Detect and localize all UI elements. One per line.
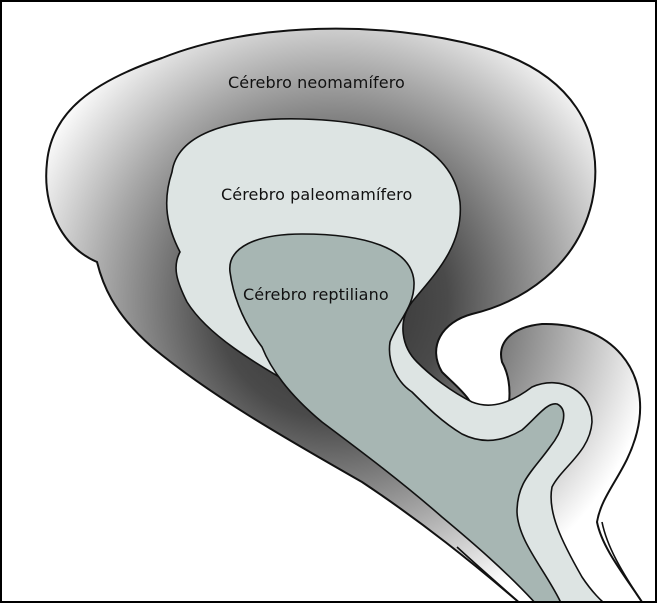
label-reptilian-brain: Cérebro reptiliano [243,285,389,304]
label-neomammalian-brain: Cérebro neomamífero [228,73,405,92]
label-paleomammalian-brain: Cérebro paleomamífero [221,185,412,204]
